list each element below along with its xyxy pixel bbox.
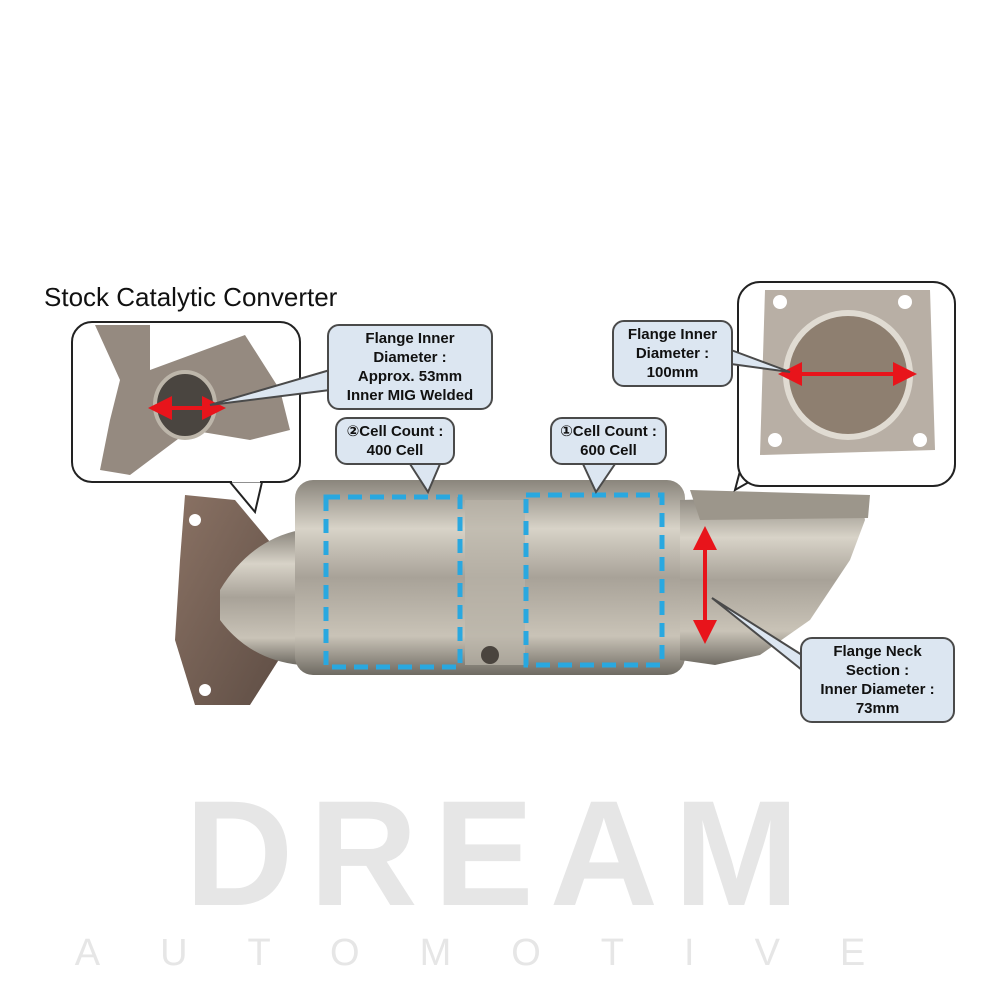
cell-region-400-outline <box>323 494 463 670</box>
callout-line: 100mm <box>646 364 699 381</box>
watermark: DREAM AUTOMOTIVE <box>75 769 926 974</box>
callout-line: Inner MIG Welded <box>346 387 474 404</box>
left-flange-inset <box>71 321 301 515</box>
cell-region-600-outline <box>523 492 665 668</box>
callout-line: Flange Neck <box>833 643 922 660</box>
watermark-sub: AUTOMOTIVE <box>75 932 926 974</box>
callout-line: 73mm <box>855 700 900 717</box>
callout-line: Flange Inner <box>627 326 718 343</box>
callout-line: ②Cell Count : <box>346 423 444 440</box>
callout-line: Diameter : <box>373 349 447 366</box>
callout-line: Flange Inner <box>365 330 455 347</box>
callout-line: Section : <box>845 662 910 679</box>
callout-line: ①Cell Count : <box>560 423 657 440</box>
catalytic-converter-photo <box>175 480 870 705</box>
callout-flange-neck: Flange Neck Section : Inner Diameter : 7… <box>800 637 955 723</box>
callout-cell-count-400: ②Cell Count : 400 Cell <box>335 417 455 465</box>
callout-line: Diameter : <box>635 345 710 362</box>
callout-line: Inner Diameter : <box>820 681 935 698</box>
callout-flange-right: Flange Inner Diameter : 100mm <box>612 320 733 387</box>
callout-line: 400 Cell <box>366 442 424 459</box>
callout-line: Approx. 53mm <box>357 368 463 385</box>
right-flange-inset <box>733 281 956 493</box>
watermark-brand: DREAM <box>185 769 815 937</box>
callout-cell-count-600: ①Cell Count : 600 Cell <box>550 417 667 465</box>
callout-flange-left: Flange Inner Diameter : Approx. 53mm Inn… <box>327 324 493 410</box>
callout-line: 600 Cell <box>580 442 637 459</box>
page-title: Stock Catalytic Converter <box>44 282 338 312</box>
